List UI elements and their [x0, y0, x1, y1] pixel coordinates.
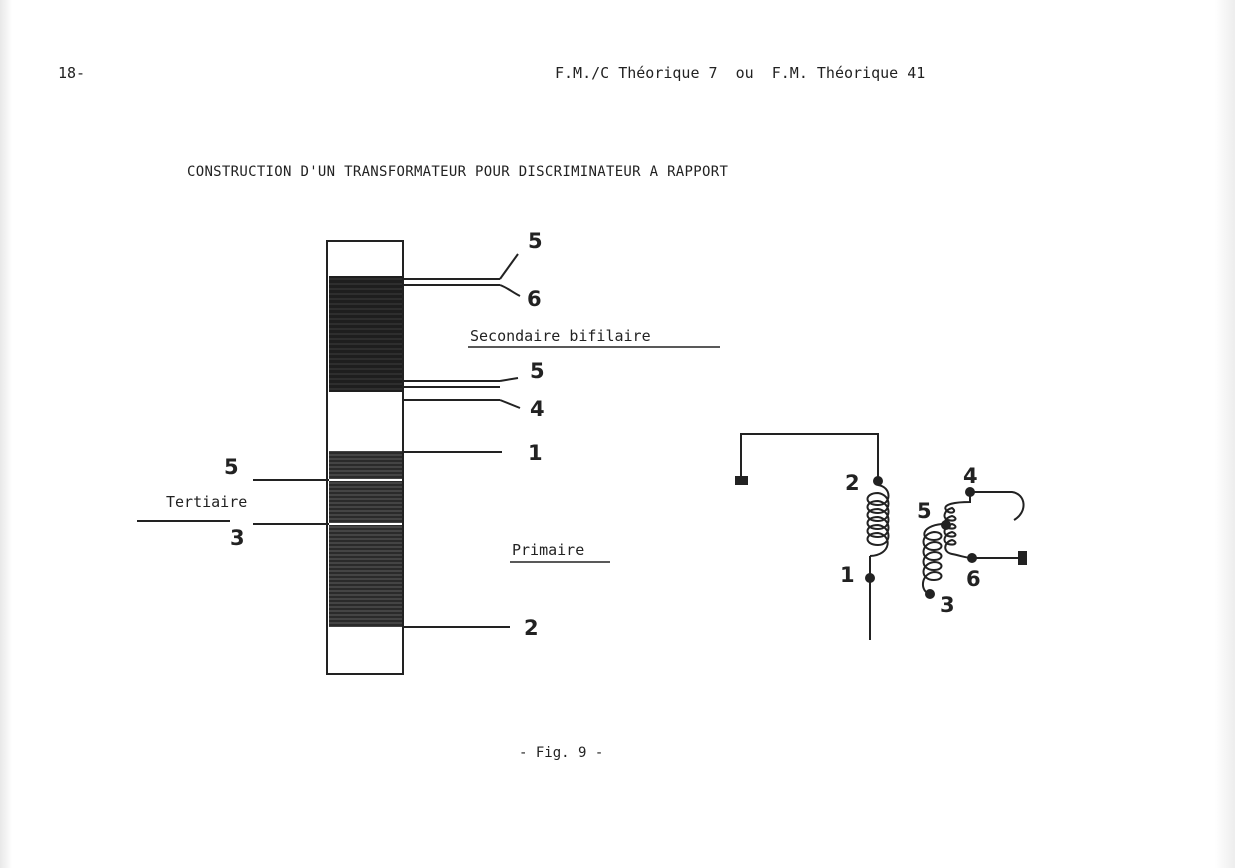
pin-label: 1: [840, 563, 855, 587]
secondary-label: Secondaire bifilaire: [470, 327, 651, 345]
primary-winding: [329, 451, 402, 627]
page-header-title: F.M./C Théorique 7 ou F.M. Théorique 41: [555, 64, 926, 82]
secondary-top-leads: [403, 253, 521, 297]
secondary-winding: [329, 276, 402, 392]
tertiary-label: Tertiaire: [166, 493, 247, 511]
page-number: 18-: [58, 64, 86, 82]
figure-caption: - Fig. 9 -: [519, 745, 604, 761]
secondary-bottom-leads: [403, 377, 521, 409]
pin-label: 6: [527, 287, 542, 311]
ground-terminal: [735, 476, 748, 485]
pin-label: 4: [530, 397, 545, 421]
tertiary-winding: [329, 479, 402, 525]
pin-label: 1: [528, 441, 543, 465]
pin-label: 3: [940, 593, 955, 617]
figure-title: CONSTRUCTION D'UN TRANSFORMATEUR POUR DI…: [187, 164, 729, 180]
primary-label: Primaire: [512, 541, 584, 559]
pin-label: 6: [966, 567, 981, 591]
output-terminal: [1018, 551, 1027, 565]
pin-label: 5: [917, 499, 932, 523]
schematic: [740, 433, 1025, 640]
pin-label: 3: [230, 526, 245, 550]
pin-label: 5: [528, 229, 543, 253]
pin-label: 4: [963, 464, 978, 488]
pin-label: 2: [845, 471, 860, 495]
pin-label: 5: [224, 455, 239, 479]
pin-label: 5: [530, 359, 545, 383]
pin-label: 2: [524, 616, 539, 640]
schematic-pin-dots: [865, 476, 977, 599]
